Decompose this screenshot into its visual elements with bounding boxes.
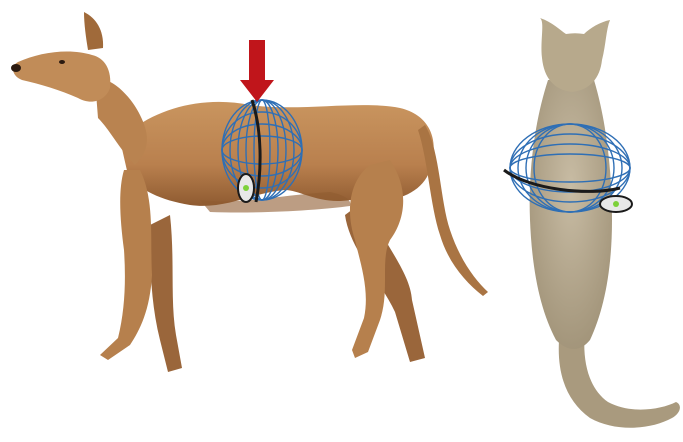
dog-tail bbox=[418, 125, 488, 296]
dog-eye bbox=[59, 60, 65, 64]
arrow-down-icon bbox=[240, 40, 274, 102]
dog-far-front-leg bbox=[150, 215, 182, 372]
dog-head bbox=[13, 51, 110, 101]
cat-head bbox=[540, 18, 610, 92]
dog-nose bbox=[11, 64, 21, 72]
cat-body bbox=[530, 80, 612, 349]
sensor-light bbox=[243, 185, 249, 191]
dog-near-front-leg bbox=[100, 170, 152, 360]
dog-ear bbox=[84, 12, 103, 50]
cat bbox=[530, 18, 680, 428]
sensor-light bbox=[613, 201, 619, 207]
